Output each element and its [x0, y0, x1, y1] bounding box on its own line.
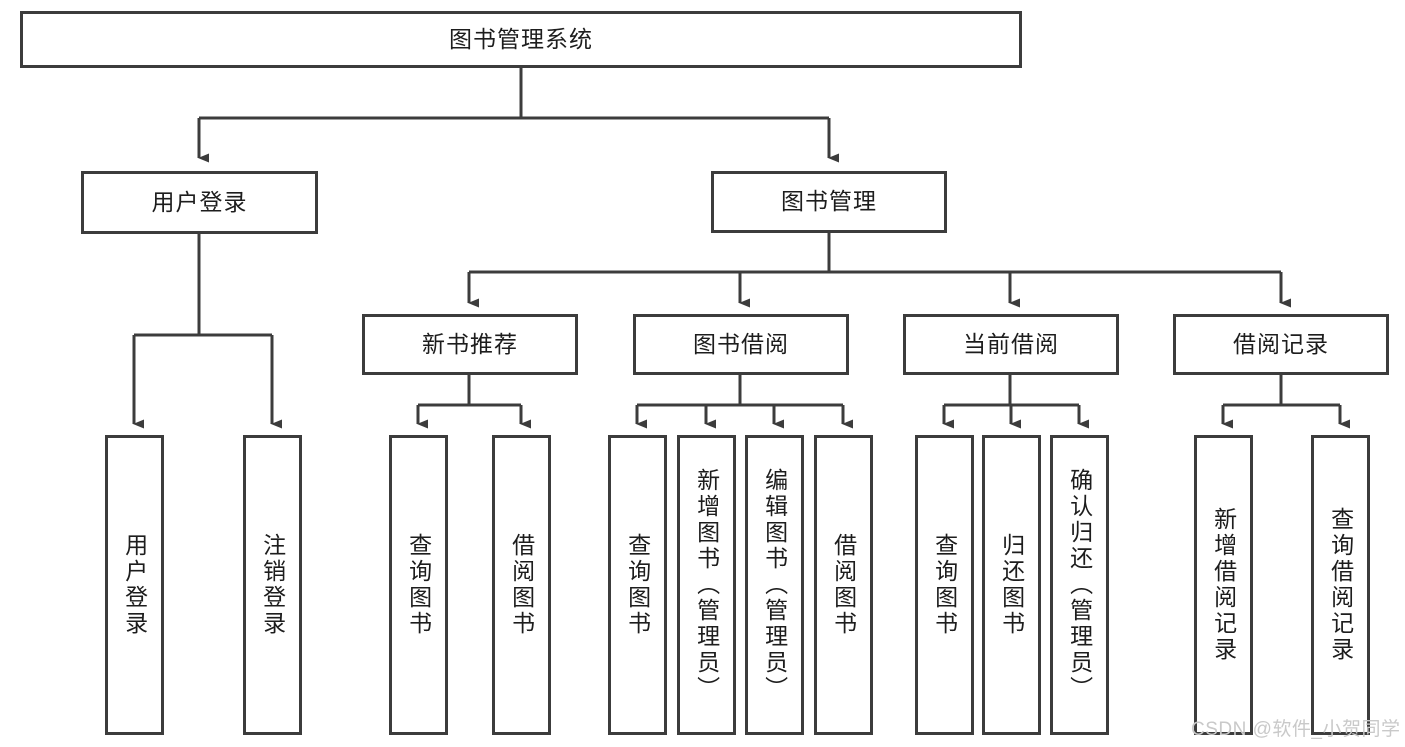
node-leaf-confirm-return[interactable]: 确认归还（管理员） [1050, 435, 1109, 735]
node-label: 确认归还（管理员） [1066, 468, 1093, 702]
node-label: 归还图书 [998, 533, 1025, 637]
node-book-management[interactable]: 图书管理 [711, 171, 947, 233]
node-borrow-record[interactable]: 借阅记录 [1173, 314, 1389, 375]
node-leaf-query-record[interactable]: 查询借阅记录 [1311, 435, 1370, 735]
node-new-book-recommend[interactable]: 新书推荐 [362, 314, 578, 375]
node-label: 查询图书 [931, 533, 958, 637]
node-label: 图书借阅 [693, 330, 789, 357]
node-book-management-system[interactable]: 图书管理系统 [20, 11, 1022, 68]
node-label: 查询借阅记录 [1327, 507, 1354, 663]
node-user-login[interactable]: 用户登录 [81, 171, 318, 234]
node-label: 新增图书（管理员） [693, 468, 720, 702]
node-leaf-borrow-book-1[interactable]: 借阅图书 [492, 435, 551, 735]
node-label: 注销登录 [259, 533, 286, 637]
node-label: 图书管理系统 [449, 25, 593, 52]
node-label: 用户登录 [121, 533, 148, 637]
node-label: 新增借阅记录 [1210, 507, 1237, 663]
node-leaf-return-book[interactable]: 归还图书 [982, 435, 1041, 735]
node-label: 编辑图书（管理员） [761, 468, 788, 702]
node-label: 查询图书 [405, 533, 432, 637]
node-label: 借阅图书 [830, 533, 857, 637]
node-label: 借阅记录 [1233, 330, 1329, 357]
node-leaf-query-book-3[interactable]: 查询图书 [915, 435, 974, 735]
node-label: 图书管理 [781, 188, 877, 215]
node-label: 用户登录 [151, 188, 248, 215]
node-label: 查询图书 [624, 533, 651, 637]
node-label: 当前借阅 [963, 330, 1059, 357]
node-leaf-add-book[interactable]: 新增图书（管理员） [677, 435, 736, 735]
node-leaf-borrow-book-2[interactable]: 借阅图书 [814, 435, 873, 735]
node-leaf-user-login[interactable]: 用户登录 [105, 435, 164, 735]
node-leaf-edit-book[interactable]: 编辑图书（管理员） [745, 435, 804, 735]
node-label: 借阅图书 [508, 533, 535, 637]
node-book-borrow[interactable]: 图书借阅 [633, 314, 849, 375]
node-leaf-logout-login[interactable]: 注销登录 [243, 435, 302, 735]
node-leaf-query-book-1[interactable]: 查询图书 [389, 435, 448, 735]
node-label: 新书推荐 [422, 330, 518, 357]
node-leaf-query-book-2[interactable]: 查询图书 [608, 435, 667, 735]
node-current-borrow[interactable]: 当前借阅 [903, 314, 1119, 375]
node-leaf-add-record[interactable]: 新增借阅记录 [1194, 435, 1253, 735]
